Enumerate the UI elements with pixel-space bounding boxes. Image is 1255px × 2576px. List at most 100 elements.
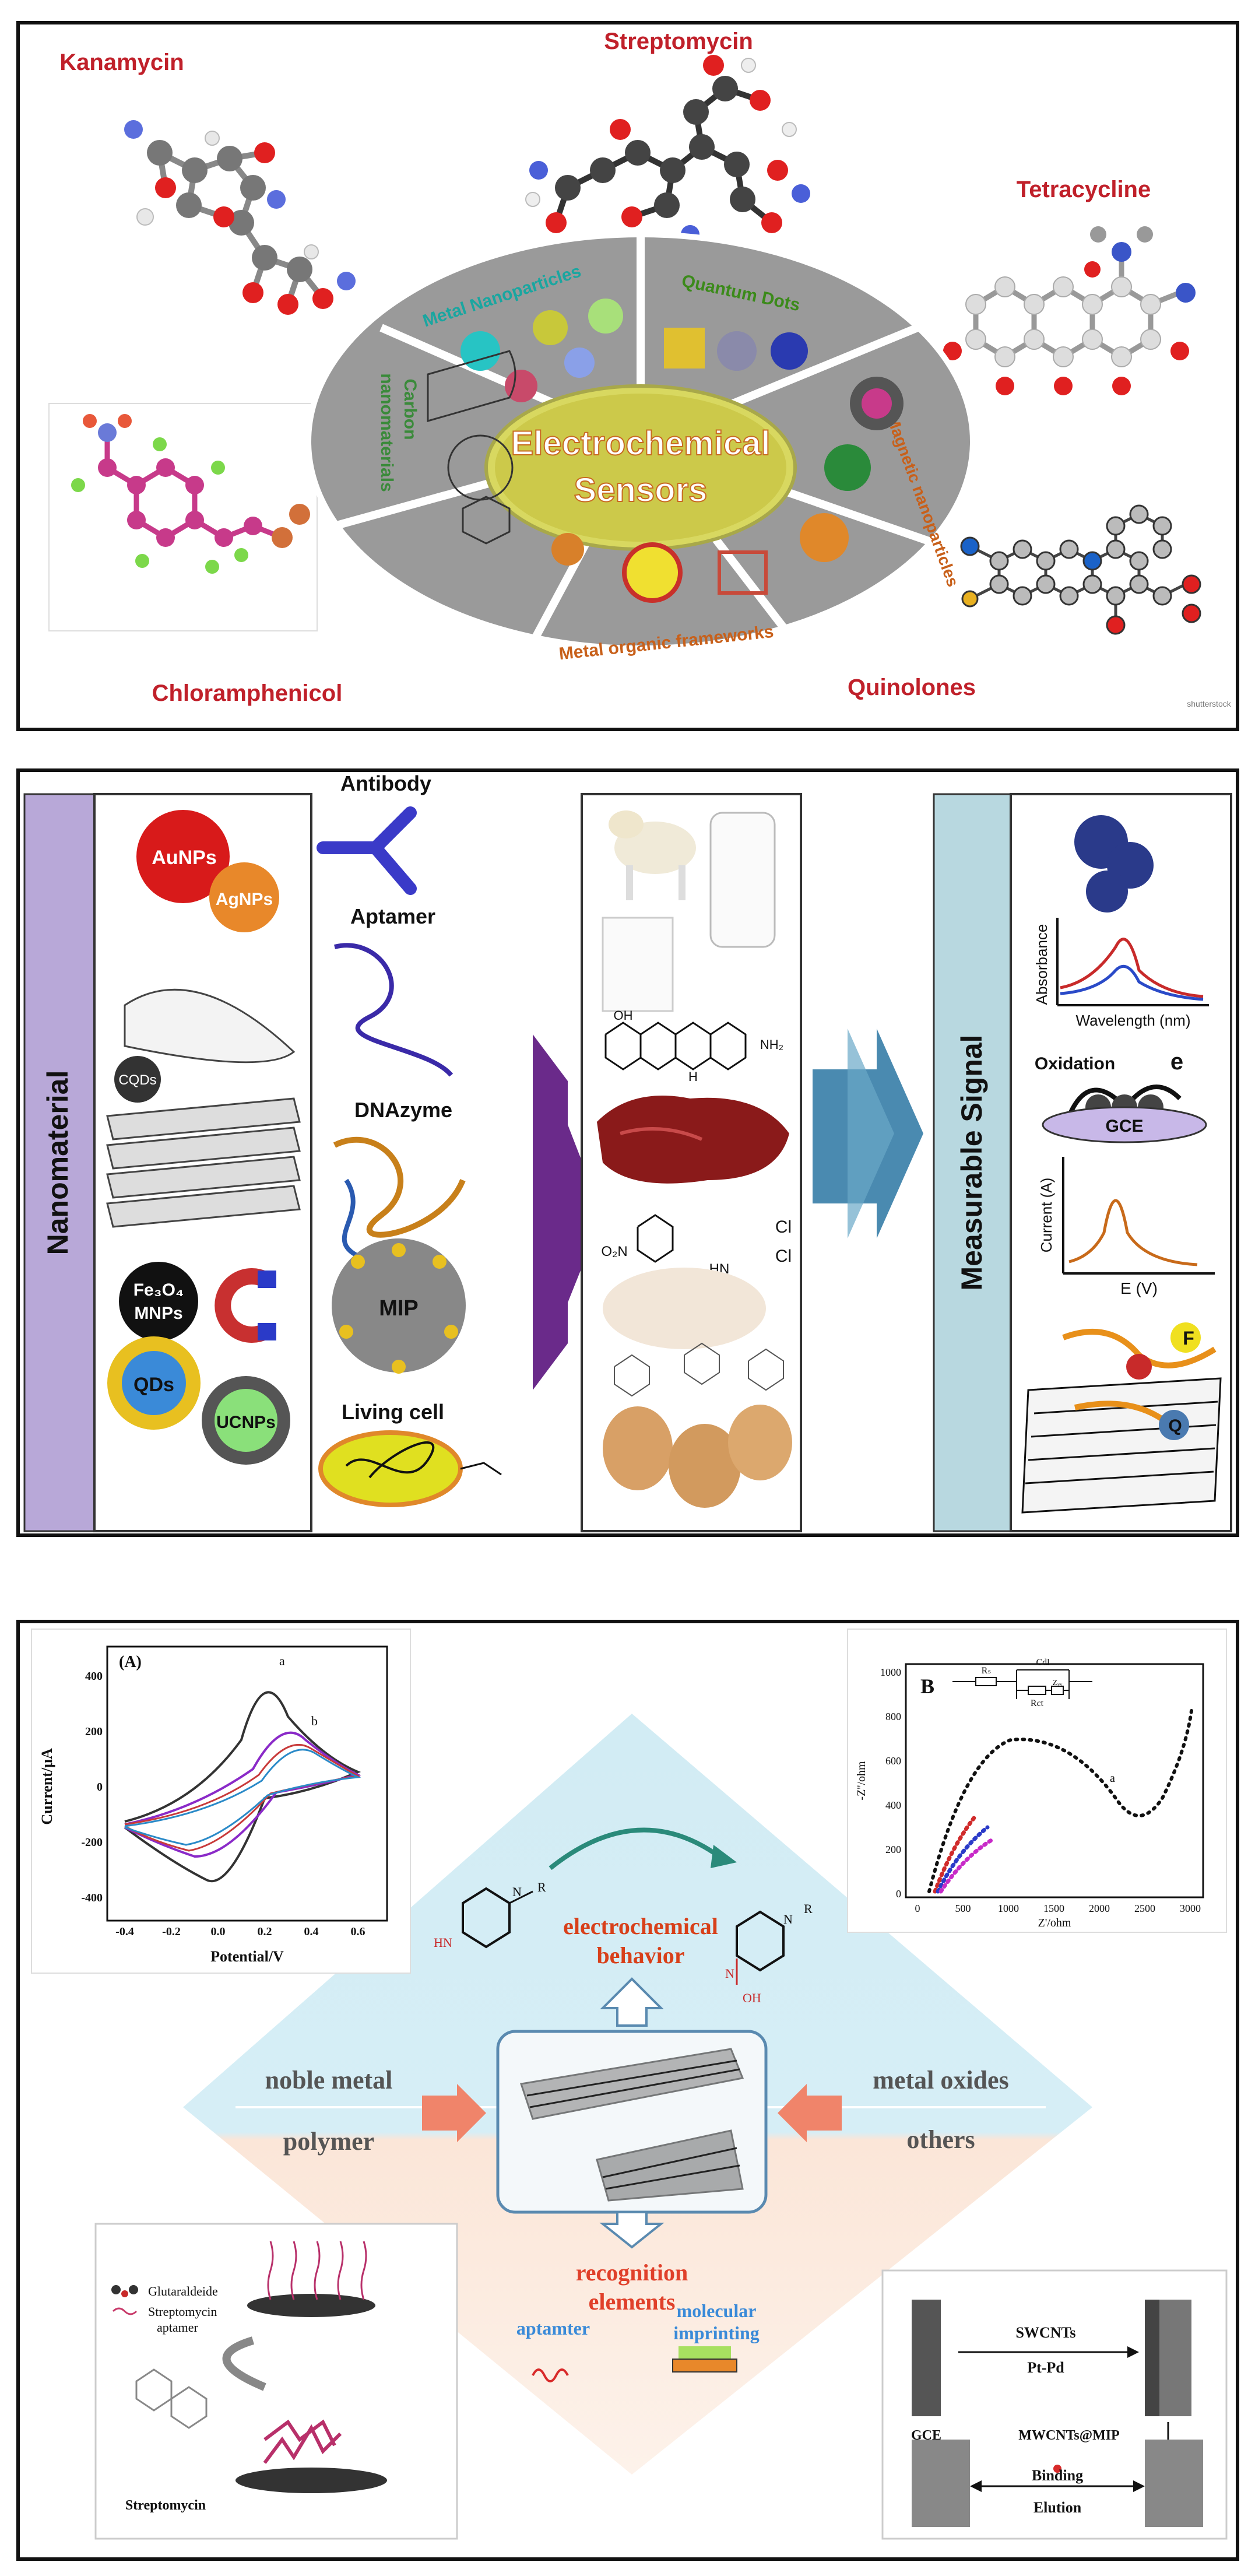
label-current: Current (A) <box>1038 1178 1055 1253</box>
current-plot <box>1062 1157 1215 1275</box>
label-binding: Binding <box>1032 2467 1083 2484</box>
label-aptamer-word: aptamer <box>157 2320 199 2335</box>
chem-cl-1: Cl <box>775 1217 792 1237</box>
mol-r2: R <box>804 1901 813 1916</box>
cv-xtick-4: 0.4 <box>304 1925 319 1938</box>
mol-n1: N <box>512 1884 522 1899</box>
label-aunps: AuNPs <box>152 847 216 869</box>
agnps-sphere <box>209 862 279 932</box>
equivalent-circuit <box>952 1669 1092 1699</box>
label-elements: elements <box>589 2289 676 2315</box>
label-aptamter: aptamter <box>516 2318 590 2339</box>
nanomaterial-title: Nanomaterial <box>41 1071 74 1255</box>
eis-curve-a-label: a <box>1110 1772 1115 1785</box>
circuit-zw: Zᵥᵥ <box>1053 1679 1063 1687</box>
aunps-sphere <box>136 810 230 903</box>
label-kanamycin: Kanamycin <box>59 50 184 75</box>
label-dnazyme: DNAzyme <box>354 1098 452 1122</box>
label-fe3o4: Fe₃O₄ <box>133 1280 184 1300</box>
mol-hn: HN <box>434 1935 452 1950</box>
label-glutaraldehyde: Glutaraldeide <box>148 2284 218 2298</box>
cv-xtick-1: -0.2 <box>162 1925 181 1938</box>
eis-ytick-1: 800 <box>885 1711 901 1722</box>
label-gce-electrode: GCE <box>911 2428 941 2443</box>
arrow-right-noble <box>422 2084 486 2142</box>
label-quinolones: Quinolones <box>848 675 976 700</box>
panel-antibiotics-sensors: Kanamycin Streptomycin Tetracycline Chlo… <box>16 21 1239 731</box>
eis-curve-a <box>927 1709 1193 1893</box>
sensor-oval: Electrochemical Sensors Metal Nanopartic… <box>305 231 976 664</box>
carbon-nanotube-graphic <box>106 988 301 1228</box>
egg-1 <box>603 1406 673 1490</box>
molecule-transformation: N R HN N R N OH <box>434 1827 813 2005</box>
label-electrochemical: electrochemical <box>563 1913 718 1939</box>
label-q: Q <box>1168 1416 1182 1436</box>
milk-bottle <box>709 812 776 948</box>
egg-2 <box>669 1424 741 1508</box>
eis-ytick-4: 200 <box>885 1844 901 1855</box>
graphene-sheet <box>1021 1377 1222 1514</box>
mol-oh: OH <box>743 1991 761 2005</box>
circuit-rs: Rₛ <box>982 1666 992 1676</box>
label-elution: Elution <box>1033 2499 1082 2516</box>
cv-ytick-0: 400 <box>85 1670 103 1683</box>
gce-electrode <box>1042 1106 1207 1143</box>
arrow-left-oxides <box>778 2084 842 2142</box>
label-agnps: AgNPs <box>216 890 273 909</box>
label-others: others <box>906 2125 975 2154</box>
mol-n3: N <box>725 1966 734 1981</box>
streptomycin-structure <box>614 1342 784 1397</box>
egg-3 <box>728 1405 792 1480</box>
label-streptomycin-aptamer: Streptomycin <box>148 2304 217 2319</box>
eis-label: B <box>920 1675 934 1698</box>
absorbance-plot <box>1056 918 1209 1006</box>
label-polymer: polymer <box>283 2127 374 2156</box>
meat-image <box>597 1096 789 1184</box>
panel-nanomaterial-sensing: Nanomaterial AuNPs AgNPs CQDs Fe₃O₄ MNPs… <box>16 768 1239 1537</box>
circuit-rct: Rct <box>1031 1698 1044 1708</box>
cv-curve-b <box>124 1731 361 1858</box>
center-label-electrochemical: Electrochemical <box>511 424 771 462</box>
eis-ylabel: -Z''/ohm <box>855 1761 868 1801</box>
cqds-sphere <box>114 1056 161 1103</box>
chem-h: H <box>688 1069 698 1084</box>
goat-image <box>609 810 696 900</box>
aptamer-icon <box>532 2368 569 2382</box>
streptomycin-molecule <box>525 55 810 244</box>
imprinting-layer <box>679 2346 731 2359</box>
antibiotics-diagram: Kanamycin Streptomycin Tetracycline Chlo… <box>48 29 1232 708</box>
cv-plot: (A) Current/μA Potential/V 400 200 0 -20… <box>38 1645 388 1965</box>
label-swcnts: SWCNTs <box>1015 2324 1075 2341</box>
label-streptomycin: Streptomycin <box>604 29 753 54</box>
electrochemical-diagram: (A) Current/μA Potential/V 400 200 0 -20… <box>31 1629 1228 2540</box>
label-absorbance: Absorbance <box>1033 924 1050 1005</box>
cv-xtick-3: 0.2 <box>258 1925 272 1938</box>
antibody-icon <box>317 806 417 895</box>
label-electron: e <box>1170 1049 1183 1075</box>
cv-xtick-5: 0.6 <box>351 1925 365 1938</box>
eis-ytick-0: 1000 <box>880 1666 901 1678</box>
eis-xtick-2: 1000 <box>998 1903 1019 1914</box>
label-recognition: recognition <box>576 2259 688 2286</box>
eis-ytick-5: 0 <box>896 1888 901 1900</box>
label-living-cell: Living cell <box>342 1400 444 1424</box>
eis-plot: B -Z''/ohm Z'/ohm 1000 800 600 400 200 0… <box>855 1658 1204 1929</box>
chem-nh2: NH₂ <box>760 1037 783 1052</box>
chem-oh: OH <box>614 1008 633 1023</box>
chem-cl-2: Cl <box>775 1247 792 1266</box>
eis-xtick-0: 0 <box>915 1903 920 1914</box>
nanomaterial-bar <box>23 793 96 1532</box>
cv-xtick-2: 0.0 <box>211 1925 226 1938</box>
label-streptomycin: Streptomycin <box>125 2498 206 2513</box>
label-mwcnts: MWCNTs@MIP <box>1018 2428 1119 2443</box>
eis-xtick-1: 500 <box>955 1903 971 1914</box>
eis-ytick-3: 400 <box>885 1799 901 1811</box>
quencher <box>1159 1410 1189 1440</box>
label-oxidation: Oxidation <box>1035 1054 1115 1073</box>
label-ucnps: UCNPs <box>216 1413 276 1432</box>
cv-curve-a-label: a <box>279 1654 285 1668</box>
eis-xtick-3: 1500 <box>1043 1903 1064 1914</box>
segment-carbon: Carbon <box>400 379 420 440</box>
kanamycin-molecule <box>124 120 356 315</box>
cv-ytick-1: 200 <box>85 1725 103 1738</box>
